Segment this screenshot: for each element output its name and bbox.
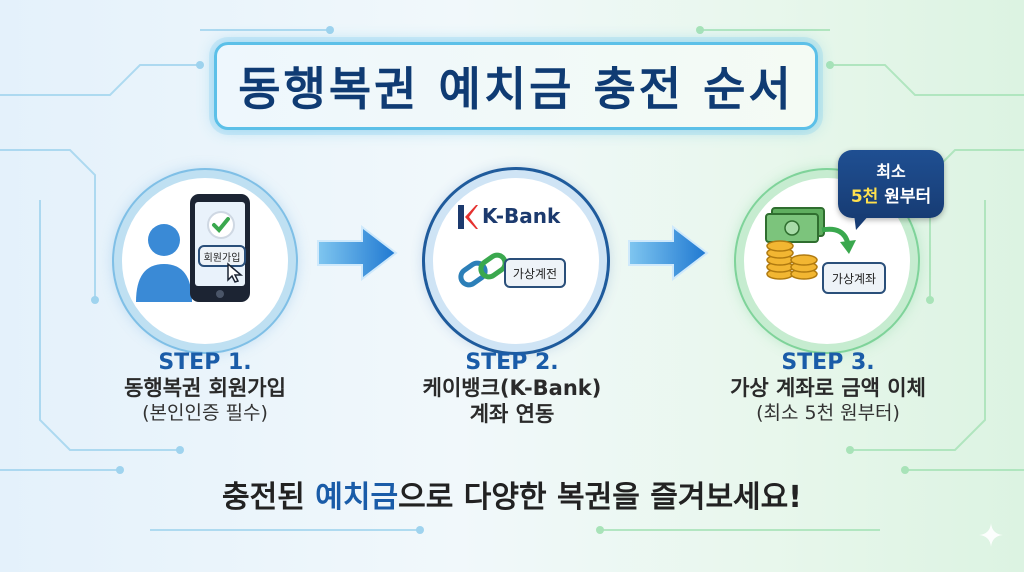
page-title: 동행복권 예치금 충전 순서 (238, 62, 794, 116)
virtual-account-tag: 가상계전 (504, 258, 566, 288)
bottom-highlight: 예치금 (315, 480, 399, 515)
virtual-account-tag: 가상계좌 (822, 262, 886, 294)
bubble-highlight: 5천 (850, 187, 879, 207)
bottom-part2: 으로 다양한 복권을 즐겨보세요! (398, 480, 802, 515)
step2-line2: 계좌 연동 (469, 402, 555, 426)
coin-stack-icon (766, 240, 818, 280)
curved-arrow-icon (821, 226, 856, 254)
kbank-logo-icon (458, 205, 478, 229)
step1-line2: (본인인증 필수) (142, 402, 268, 424)
step1-text: STEP 1. 동행복권 회원가입 (본인인증 필수) (97, 350, 313, 426)
step3-line2: (최소 5천 원부터) (756, 402, 900, 424)
bottom-part1: 충전된 (222, 480, 316, 515)
money-bills-icon (765, 207, 825, 243)
bubble-line1: 최소 (876, 162, 906, 181)
right-arrow-icon (628, 225, 709, 281)
kbank-brand: K-Bank (482, 204, 561, 228)
sparkle-icon (979, 523, 1003, 547)
step1-line1: 동행복권 회원가입 (124, 376, 286, 400)
right-arrow-icon (317, 225, 398, 281)
step3-label: STEP 3. (781, 350, 875, 375)
bottom-message: 충전된 예치금으로 다양한 복권을 즐겨보세요! (0, 472, 1024, 516)
signup-badge: 회원가입 (198, 245, 246, 267)
step2-line1: 케이뱅크(K-Bank) (422, 376, 602, 400)
step1-label: STEP 1. (158, 350, 252, 375)
step2-label: STEP 2. (465, 350, 559, 375)
chain-link-icon (458, 252, 508, 288)
bubble-line2: 5천 원부터 (838, 182, 944, 207)
minimum-amount-bubble: 최소 5천 원부터 (838, 150, 944, 218)
bubble-rest: 원부터 (878, 187, 932, 207)
checkmark-icon (207, 211, 235, 239)
cursor-icon (227, 262, 244, 283)
step3-line1: 가상 계좌로 금액 이체 (730, 376, 926, 400)
step2-text: STEP 2. 케이뱅크(K-Bank) 계좌 연동 (400, 350, 624, 427)
title-box: 동행복권 예치금 충전 순서 (214, 42, 818, 130)
step3-text: STEP 3. 가상 계좌로 금액 이체 (최소 5천 원부터) (698, 350, 958, 426)
user-icon (136, 224, 192, 302)
bubble-tail (854, 214, 870, 230)
